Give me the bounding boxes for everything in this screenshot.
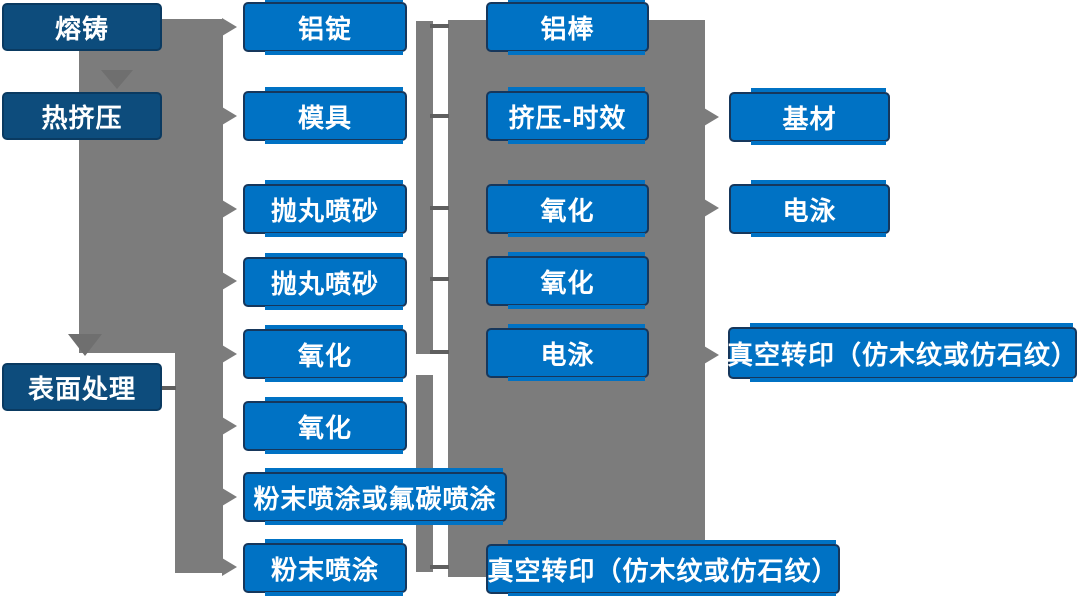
node-vacuum-transfer-bottom: 真空转印（仿木纹或仿石纹） (486, 540, 840, 596)
node-shot-blasting-1: 抛丸喷砂 (243, 180, 407, 237)
tick-row3-connector (430, 206, 449, 210)
arrow-to-powder-coating-icon (222, 558, 237, 576)
arrow-to-shot-blasting-1-icon (222, 200, 237, 218)
arrow-to-electrophoresis-icon (704, 199, 719, 217)
node-aluminum-ingot: 铝锭 (243, 0, 407, 55)
node-surface-treatment: 表面处理 (2, 363, 162, 411)
stage-trunk-lower-connector (175, 353, 223, 573)
node-extrusion-aging: 挤压-时效 (486, 87, 649, 144)
node-oxidation-d: 氧化 (486, 252, 649, 309)
node-aluminum-rod: 铝棒 (486, 0, 649, 55)
node-oxidation-b: 氧化 (243, 397, 407, 454)
node-mold: 模具 (243, 87, 407, 144)
node-electrophoresis-a: 电泳 (486, 324, 649, 381)
tick-row5-connector (430, 350, 449, 354)
tick-row4-connector (430, 277, 449, 281)
node-melting-casting: 熔铸 (2, 3, 162, 51)
arrow-to-oxidation-a-icon (222, 345, 237, 363)
tick-row2-connector (430, 114, 449, 118)
node-base-material: 基材 (729, 88, 890, 145)
node-vacuum-transfer-right: 真空转印（仿木纹或仿石纹） (727, 323, 1077, 382)
node-powder-coating: 粉末喷涂 (243, 539, 407, 596)
mid-connector-bar-upper (416, 21, 433, 354)
arrow-to-vacuum-transfer-icon (704, 346, 719, 364)
arrow-to-mold-icon (222, 107, 237, 125)
arrow-to-aluminum-ingot-icon (222, 18, 237, 36)
tick-row1-connector (430, 24, 449, 28)
node-hot-extrusion: 热挤压 (2, 92, 162, 140)
tick-surface-treatment-connector (162, 386, 176, 390)
arrow-to-oxidation-b-icon (222, 417, 237, 435)
node-shot-blasting-2: 抛丸喷砂 (243, 253, 407, 310)
arrow-to-shot-blasting-2-icon (222, 272, 237, 290)
node-powder-or-fluorocarbon: 粉末喷涂或氟碳喷涂 (243, 468, 507, 525)
node-oxidation-a: 氧化 (243, 325, 407, 382)
arrow-to-base-material-icon (704, 108, 719, 126)
arrow-to-powder-fluorocarbon-icon (222, 488, 237, 506)
node-oxidation-c: 氧化 (486, 180, 649, 237)
arrow-down-to-surface-treatment-icon (68, 334, 102, 356)
arrow-down-to-hot-extrusion-icon (101, 70, 133, 89)
tick-row8-connector (430, 565, 449, 569)
node-electrophoresis-b: 电泳 (729, 180, 890, 237)
